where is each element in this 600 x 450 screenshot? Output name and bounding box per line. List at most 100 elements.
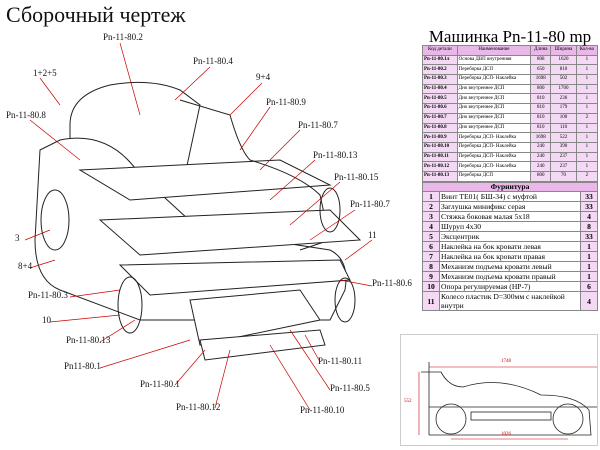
hardware-name: Стяжка боковая малая 5х18 — [439, 211, 581, 223]
part-qty: 1 — [575, 54, 599, 66]
part-code: Pn-11-80.13 — [422, 170, 458, 182]
part-code: Pn-11-80.11 — [422, 151, 458, 163]
part-length: 240 — [530, 161, 552, 172]
part-name: Переборка ДСП- Наклейка — [456, 161, 532, 172]
callout: Pn-11-80.2 — [103, 32, 143, 42]
hardware-name: Опора регулируемая (НР-7) — [439, 281, 581, 293]
side-view-svg — [418, 362, 600, 440]
part-width: 236 — [550, 93, 577, 105]
front-panel — [189, 289, 321, 346]
part-name: Переборка ДСП — [456, 64, 532, 76]
side-panel-right — [179, 99, 331, 251]
callout: 1+2+5 — [33, 68, 57, 78]
hardware-number: 4 — [422, 221, 440, 233]
part-width: 522 — [550, 132, 577, 143]
callout: Pn-11-80.15 — [334, 172, 379, 182]
callout: 10 — [42, 315, 51, 325]
dim-length: 1748 — [501, 359, 511, 364]
part-width: 1620 — [550, 54, 577, 66]
bottom-shelf — [98, 209, 362, 256]
hardware-qty: 1 — [580, 271, 598, 283]
hardware-number: 5 — [422, 231, 440, 243]
callout: 3 — [15, 233, 20, 243]
callout: Pn-11-80.9 — [266, 97, 306, 107]
hardware-number: 9 — [422, 271, 440, 283]
col-length: Длина — [530, 45, 552, 56]
callout: Pn-11-80.6 — [372, 278, 412, 288]
part-length: 800 — [530, 83, 552, 95]
hardware-name: Механизм подъема кровати правый — [439, 271, 581, 283]
part-code: Pn-11-80.8 — [422, 122, 458, 134]
part-length: 810 — [530, 93, 552, 105]
hardware-name: Заглушка минификс серая — [439, 201, 581, 213]
wheel — [117, 276, 143, 334]
part-name: Дно внутреннее ДСП — [456, 122, 532, 134]
parts-table-title: Машинка Pn-11-80 mp — [428, 27, 592, 46]
part-name: Дно внутреннее ДСП — [456, 112, 532, 124]
hardware-name: Винт ТЕ01( БШ-34) с муфтой — [439, 191, 581, 203]
col-qty: Кол-во — [575, 45, 599, 56]
part-length: 1698 — [530, 132, 552, 143]
part-name: Дно внутреннее ДСП — [456, 93, 532, 105]
hardware-title: Фурнитура — [422, 181, 598, 193]
hardware-qty: 1 — [580, 261, 598, 273]
parts-table: Код детали Наименование Длина Ширина Кол… — [422, 45, 599, 182]
part-length: 810 — [530, 122, 552, 134]
callout: Pn-11-80.8 — [6, 110, 46, 120]
part-name: Переборка ДСП- Наклейка — [456, 151, 532, 163]
part-length: 810 — [530, 103, 552, 114]
callout: Pn11-80.1 — [64, 361, 101, 371]
col-code: Код детали — [422, 45, 458, 56]
part-name: Переборка ДСП- Наклейка — [456, 74, 532, 85]
hardware-name: Наклейка на бок кровати правая — [439, 251, 581, 263]
side-view-drawing: 1748 552 1026 — [400, 334, 600, 446]
callout: Pn-11-80.12 — [176, 402, 221, 412]
hardware-qty: 1 — [580, 251, 598, 263]
part-qty: 2 — [575, 112, 599, 124]
callout: Pn-11-80.7 — [350, 199, 390, 209]
hardware-qty: 8 — [580, 221, 598, 233]
part-width: 810 — [550, 64, 577, 76]
hardware-number: 3 — [422, 211, 440, 223]
part-width: 100 — [550, 112, 577, 124]
part-length: 240 — [530, 151, 552, 163]
wheel — [40, 189, 70, 251]
callout: Pn-11-80.4 — [193, 56, 233, 66]
part-code: Pn-11-80.2 — [422, 64, 458, 76]
front-bumper — [199, 329, 326, 361]
part-length: 1698 — [530, 74, 552, 85]
part-qty: 1 — [575, 151, 599, 163]
hardware-qty: 33 — [580, 201, 598, 213]
hardware-name: Колесо пластик D=300мм с наклейкой внутр… — [439, 291, 581, 312]
part-width: 1700 — [550, 83, 577, 95]
part-qty: 1 — [575, 74, 599, 85]
dim-wheelbase: 1026 — [501, 432, 511, 437]
part-width: 70 — [550, 170, 577, 182]
hardware-qty: 4 — [580, 291, 598, 312]
hardware-name: Шуруп 4х30 — [439, 221, 581, 233]
callout: Pn-11-80.3 — [28, 290, 68, 300]
hardware-number: 7 — [422, 251, 440, 263]
callout: 9+4 — [256, 72, 271, 82]
hardware-number: 6 — [422, 241, 440, 253]
callout: Pn-11-80.10 — [300, 405, 345, 415]
